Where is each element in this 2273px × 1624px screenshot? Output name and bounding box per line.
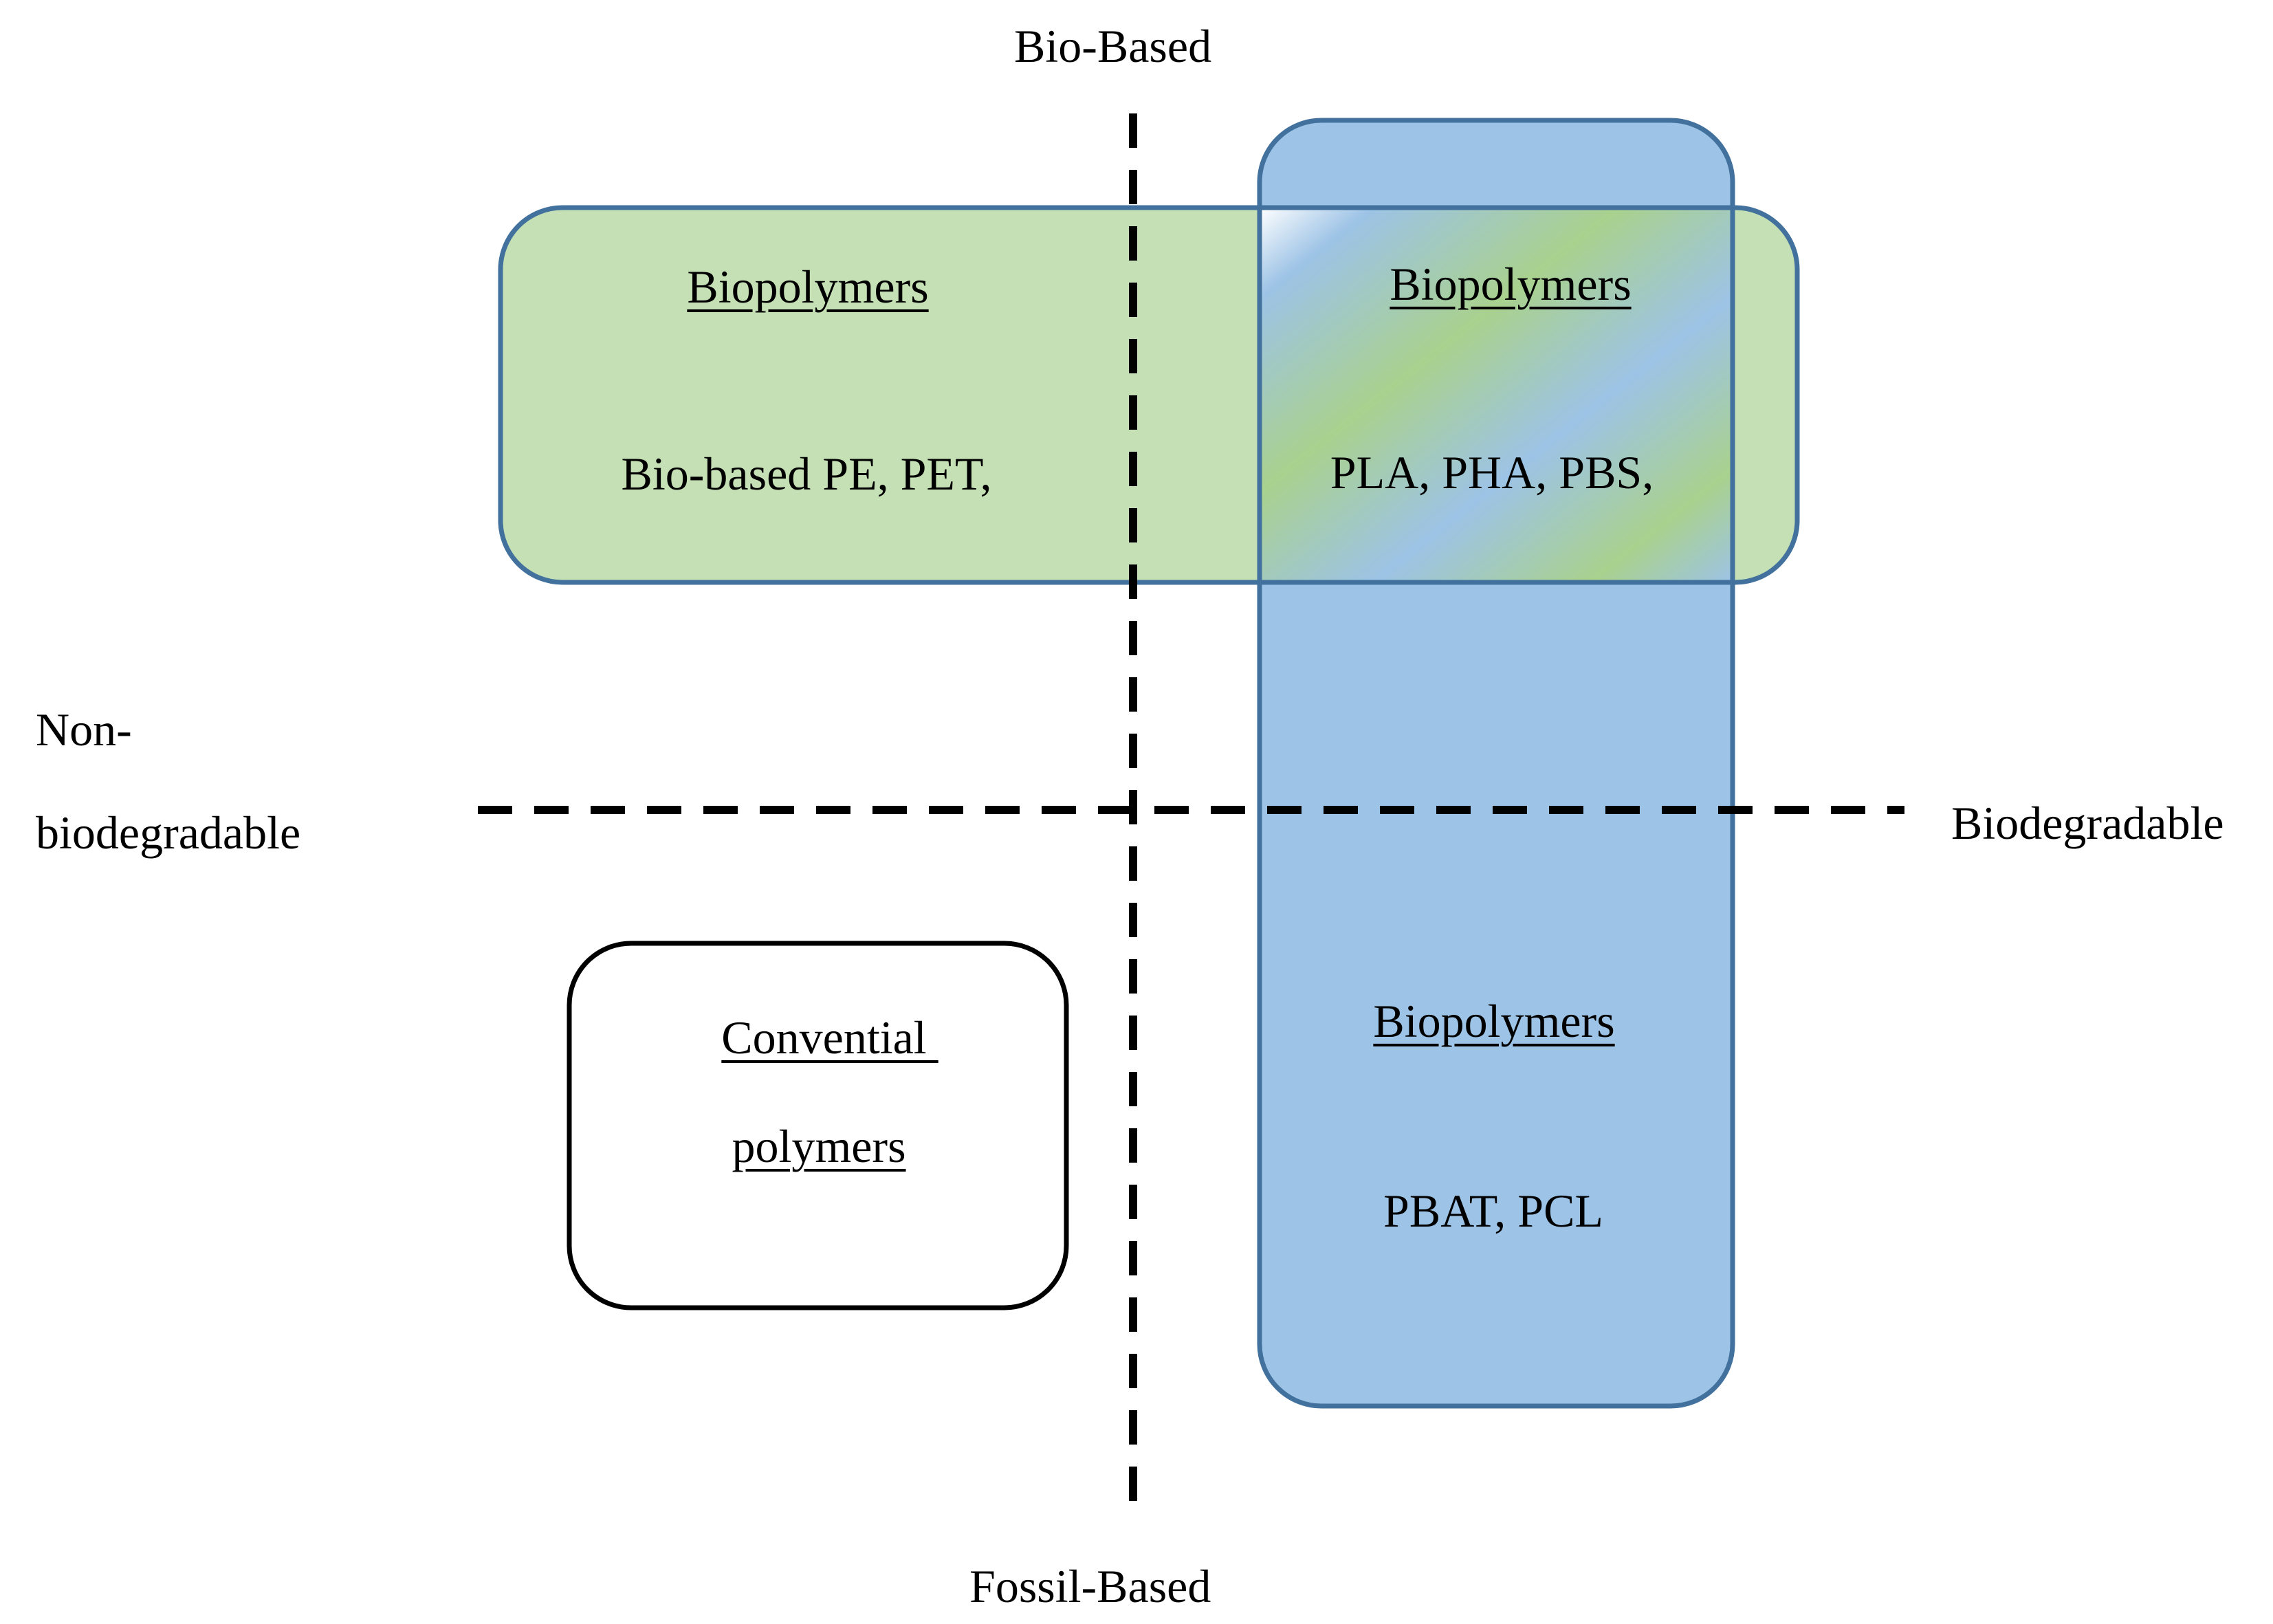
overlap-region [1257,205,1735,585]
biobased-nonbiodegradable-heading: Biopolymers [687,261,929,313]
biobased-biodegradable-examples: PLA, PHA, PBS, [1330,446,1654,498]
axis-label-left-line1: Non- [36,703,132,756]
conventional-polymers-heading-line1: Convential [721,1011,938,1064]
axis-label-left-line2: biodegradable [36,806,301,859]
conventional-polymers-heading-line2: polymers [732,1120,906,1172]
axis-label-top: Bio-Based [1014,20,1212,72]
axis-label-left: Non- biodegradable [36,703,300,859]
axis-label-right: Biodegradable [1951,797,2224,849]
biobased-biodegradable-heading: Biopolymers [1390,258,1632,310]
axis-label-bottom: Fossil-Based [969,1560,1211,1612]
fossil-biodegradable-examples: PBAT, PCL [1383,1185,1603,1237]
conventional-polymers-box [567,941,1069,1310]
biobased-nonbiodegradable-examples: Bio-based PE, PET, [621,448,992,500]
fossil-biodegradable-heading: Biopolymers [1373,995,1615,1047]
